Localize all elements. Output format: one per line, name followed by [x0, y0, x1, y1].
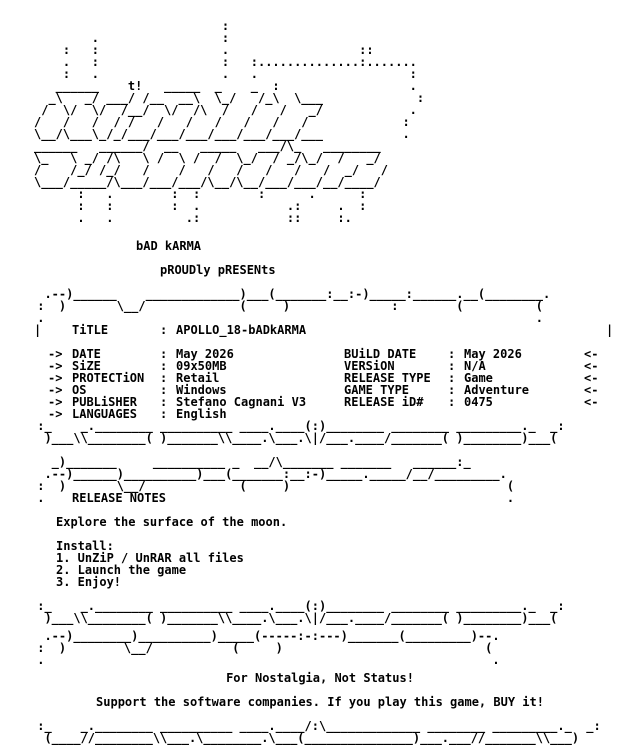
- arrow-right: <-: [584, 371, 599, 385]
- info-value: Retail: [176, 371, 220, 385]
- install-step: 1. UnZiP / UnRAR all files: [56, 551, 244, 565]
- arrow-left: ->: [48, 347, 63, 361]
- notes-box-top-border: _)_______ __________ _ __/\_______ _____…: [37, 455, 515, 505]
- arrow-left: ->: [48, 395, 63, 409]
- footer-box-bottom-border: :_ _.________ __________ ____.____/:\___…: [37, 719, 601, 745]
- arrow-left: ->: [48, 359, 63, 373]
- arrow-left: ->: [48, 407, 63, 421]
- border-right: |: [606, 323, 614, 337]
- footer-support: Support the software companies. If you p…: [96, 695, 544, 709]
- colon: :: [448, 395, 456, 409]
- info-label: DATE: [72, 347, 101, 361]
- info-value: Stefano Cagnani V3: [176, 395, 307, 409]
- info-value: Adventure: [464, 383, 530, 397]
- arrow-right: <-: [584, 383, 599, 397]
- arrow-right: <-: [584, 395, 599, 409]
- notes-heading: RELEASE NOTES: [72, 491, 166, 505]
- colon: :: [448, 371, 456, 385]
- info-label: SiZE: [72, 359, 101, 373]
- arrow-left: ->: [48, 371, 63, 385]
- info-label: VERSiON: [344, 359, 395, 373]
- title-colon: :: [160, 323, 168, 337]
- info-value: 09x50MB: [176, 359, 227, 373]
- install-step: 2. Launch the game: [56, 563, 187, 577]
- ascii-logo: : . : : : . :: . : : :..............:...…: [34, 19, 425, 225]
- notes-description: Explore the surface of the moon.: [56, 515, 288, 529]
- colon: :: [448, 347, 456, 361]
- colon: :: [160, 359, 168, 373]
- colon: :: [160, 407, 168, 421]
- info-value: 0475: [464, 395, 493, 409]
- info-box-bottom-border: :_ _.________ __________ ____.____(:)___…: [37, 419, 565, 445]
- colon: :: [160, 371, 168, 385]
- info-value: N/A: [464, 359, 486, 373]
- info-label: RELEASE iD#: [344, 395, 424, 409]
- colon: :: [160, 347, 168, 361]
- presents-text: pROUDly pRESENts: [160, 263, 276, 277]
- tagline: t!: [127, 79, 143, 93]
- info-value: Game: [464, 371, 493, 385]
- arrow-right: <-: [584, 347, 599, 361]
- arrow-left: ->: [48, 383, 63, 397]
- colon: :: [160, 395, 168, 409]
- colon: :: [448, 383, 456, 397]
- notes-box-bottom-border: :_ _.________ __________ ____.____(:)___…: [37, 599, 565, 625]
- colon: :: [160, 383, 168, 397]
- title-value: APOLLO_18-bADkARMA: [176, 323, 307, 337]
- info-value: English: [176, 407, 227, 421]
- footer-box-top-border: .--)________)__________)_____(-----:-:--…: [37, 629, 500, 667]
- arrow-right: <-: [584, 359, 599, 373]
- border-left: |: [34, 323, 42, 337]
- info-value: May 2026: [176, 347, 234, 361]
- info-label: LANGUAGES: [72, 407, 138, 421]
- info-box-top-border: .--)______ _____________)___(_______:__:…: [37, 287, 551, 325]
- info-label: PROTECTiON: [72, 371, 145, 385]
- info-label: BUiLD DATE: [344, 347, 417, 361]
- title-label: TiTLE: [72, 323, 109, 337]
- info-label: PUBLiSHER: [72, 395, 138, 409]
- install-heading: Install:: [56, 539, 114, 553]
- colon: :: [448, 359, 456, 373]
- info-label: OS: [72, 383, 87, 397]
- info-value: Windows: [176, 383, 227, 397]
- info-value: May 2026: [464, 347, 522, 361]
- info-label: RELEASE TYPE: [344, 371, 431, 385]
- group-name: bAD kARMA: [136, 239, 202, 253]
- info-label: GAME TYPE: [344, 383, 410, 397]
- install-step: 3. Enjoy!: [56, 575, 122, 589]
- footer-slogan: For Nostalgia, Not Status!: [226, 671, 414, 685]
